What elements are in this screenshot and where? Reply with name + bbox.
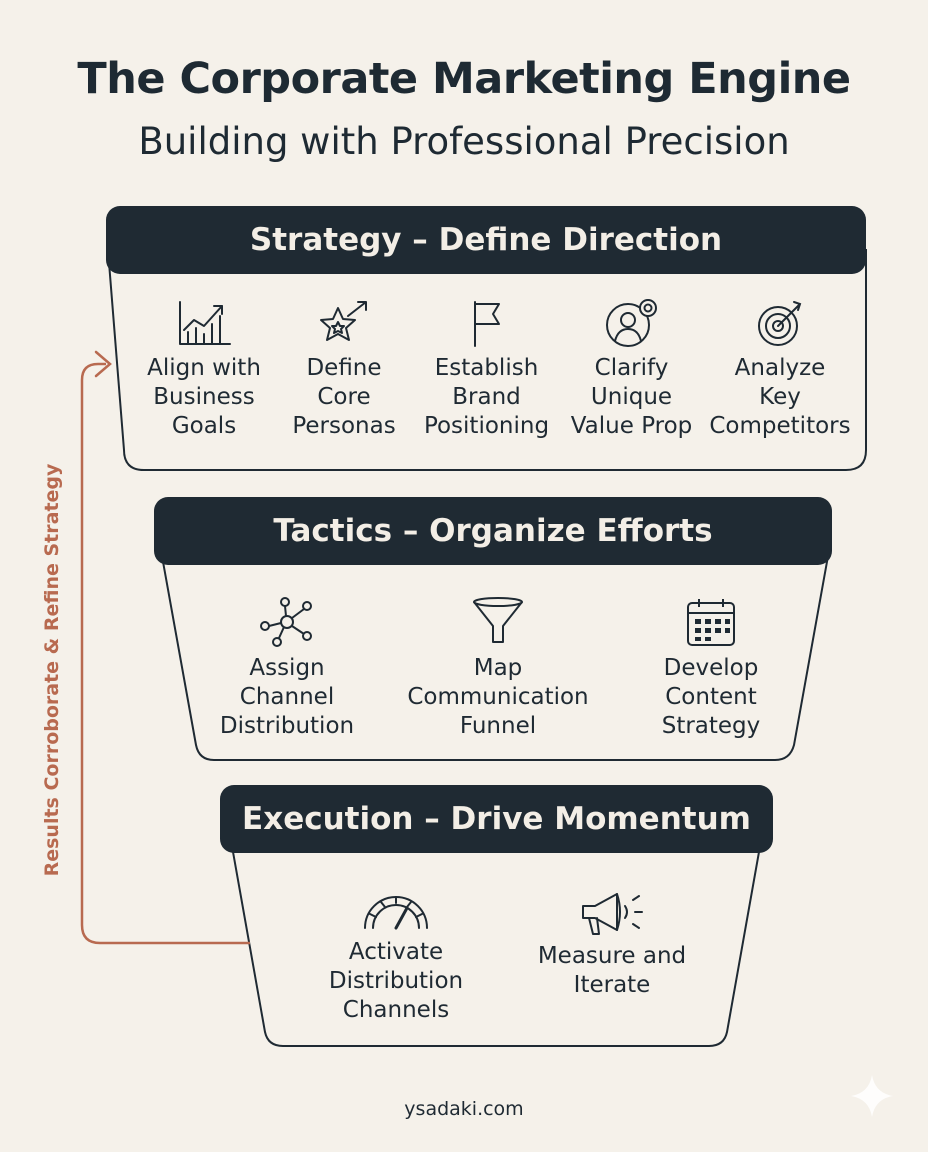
tactics-tier-body	[158, 544, 832, 761]
strategy-item-value-prop: Clarify Unique Value Prop	[559, 298, 704, 441]
tactics-item-label: Assign Channel Distribution	[219, 655, 355, 739]
feedback-loop-label: Results Corroborate & Refine Strategy	[41, 463, 63, 877]
network-icon	[260, 597, 312, 647]
tactics-tier-title: Tactics – Organize Efforts	[273, 513, 713, 549]
execution-tier-title: Execution – Drive Momentum	[242, 801, 751, 837]
target-icon	[758, 301, 802, 346]
feedback-loop-arrow	[80, 362, 250, 945]
tactics-item-channel-distribution: Assign Channel Distribution	[212, 596, 362, 741]
execution-tier-body	[228, 834, 764, 1047]
execution-item-label: Activate Distribution Channels	[328, 939, 464, 1023]
execution-item-label: Measure and Iterate	[537, 943, 687, 998]
page-subtitle: Building with Professional Precision	[138, 120, 790, 163]
funnel-icon	[473, 597, 523, 643]
flag-icon	[473, 301, 500, 347]
strategy-item-align-goals: Align with Business Goals	[134, 298, 274, 441]
strategy-item-label: Clarify Unique Value Prop	[570, 355, 693, 439]
feedback-arrowhead-icon	[94, 350, 112, 378]
strategy-item-competitors: Analyze Key Competitors	[704, 298, 856, 441]
strategy-tier-body	[106, 249, 867, 471]
execution-item-measure-iterate: Measure and Iterate	[522, 890, 702, 1000]
calendar-icon	[687, 599, 735, 646]
person-badge-icon	[605, 299, 657, 347]
strategy-item-label: Define Core Personas	[292, 355, 396, 439]
tactics-item-label: Develop Content Strategy	[661, 655, 761, 739]
strategy-item-label: Establish Brand Positioning	[423, 355, 550, 439]
growth-chart-icon	[179, 301, 231, 345]
megaphone-icon	[582, 893, 643, 935]
gauge-icon	[364, 896, 428, 930]
page-title: The Corporate Marketing Engine	[77, 54, 851, 104]
strategy-item-label: Analyze Key Competitors	[709, 355, 851, 439]
tactics-item-communication-funnel: Map Communication Funnel	[398, 596, 598, 741]
strategy-item-brand-positioning: Establish Brand Positioning	[414, 298, 559, 441]
strategy-item-label: Align with Business Goals	[147, 355, 261, 439]
strategy-item-define-personas: Define Core Personas	[274, 298, 414, 441]
tactics-item-label: Map Communication Funnel	[407, 655, 589, 739]
execution-item-activate-channels: Activate Distribution Channels	[318, 890, 474, 1025]
strategy-tier-header-bar	[106, 206, 866, 274]
strategy-tier-title: Strategy – Define Direction	[249, 222, 723, 258]
tactics-tier-header-bar	[154, 497, 832, 565]
execution-tier-header-bar	[220, 785, 773, 853]
tactics-item-content-strategy: Develop Content Strategy	[634, 596, 788, 741]
star-arrow-icon	[320, 301, 367, 341]
sparkle-icon	[851, 1075, 893, 1117]
footer-domain[interactable]: ysadaki.com	[404, 1098, 524, 1120]
